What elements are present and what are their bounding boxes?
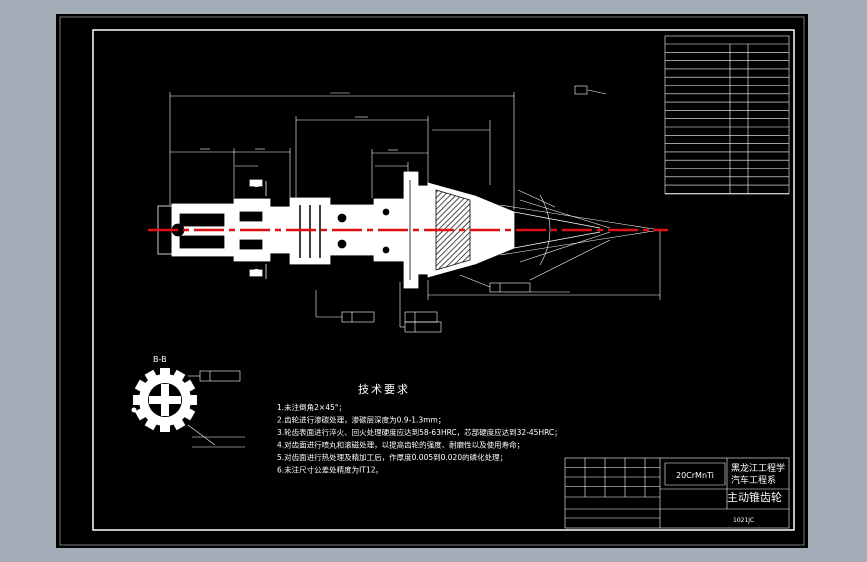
section-view-bb	[131, 368, 245, 448]
spline-tooth	[160, 422, 170, 432]
requirement-item: 4.对齿面进行喷丸和滚磁处理，以提高齿轮的强度、耐磨性以及使用寿命；	[277, 440, 524, 450]
tolerance-frames	[315, 85, 607, 333]
requirement-item: 2.齿轮进行渗碳处理，渗碳层深度为0.9-1.3mm；	[277, 415, 445, 425]
requirement-item: 1.未注倒角2×45°；	[277, 402, 346, 412]
dimension-lines	[169, 92, 515, 210]
drawing-code: 1021JC	[733, 517, 754, 524]
technical-requirements-title: 技术要求	[358, 383, 410, 396]
requirement-item: 3.轮齿表面进行淬火、回火处理硬度应达到58-63HRC，芯部硬度应达到32-4…	[277, 427, 562, 437]
gear-parameter-table	[664, 35, 790, 195]
school-name-line2: 汽车工程系	[731, 474, 776, 486]
drawing-canvas	[56, 14, 808, 548]
part-name: 主动锥齿轮	[727, 490, 782, 504]
section-b-bottom-label: B	[254, 268, 260, 277]
title-block	[564, 457, 790, 529]
section-view-label: B-B	[153, 355, 167, 364]
lower-dimensions	[427, 230, 661, 300]
section-markers	[249, 179, 267, 279]
requirement-item: 6.未注尺寸公差处精度为IT12。	[277, 465, 383, 475]
shaft-details	[171, 180, 411, 280]
spline-tooth	[160, 368, 170, 378]
section-b-top-label: B	[254, 180, 260, 189]
material-label: 20CrMnTi	[676, 471, 714, 480]
requirement-item: 5.对齿面进行热处理及精加工后，作厚度0.005到0.020的磷化处理；	[277, 452, 507, 462]
drawing-frame	[92, 29, 795, 531]
school-name-line1: 黑龙江工程学	[731, 462, 785, 474]
